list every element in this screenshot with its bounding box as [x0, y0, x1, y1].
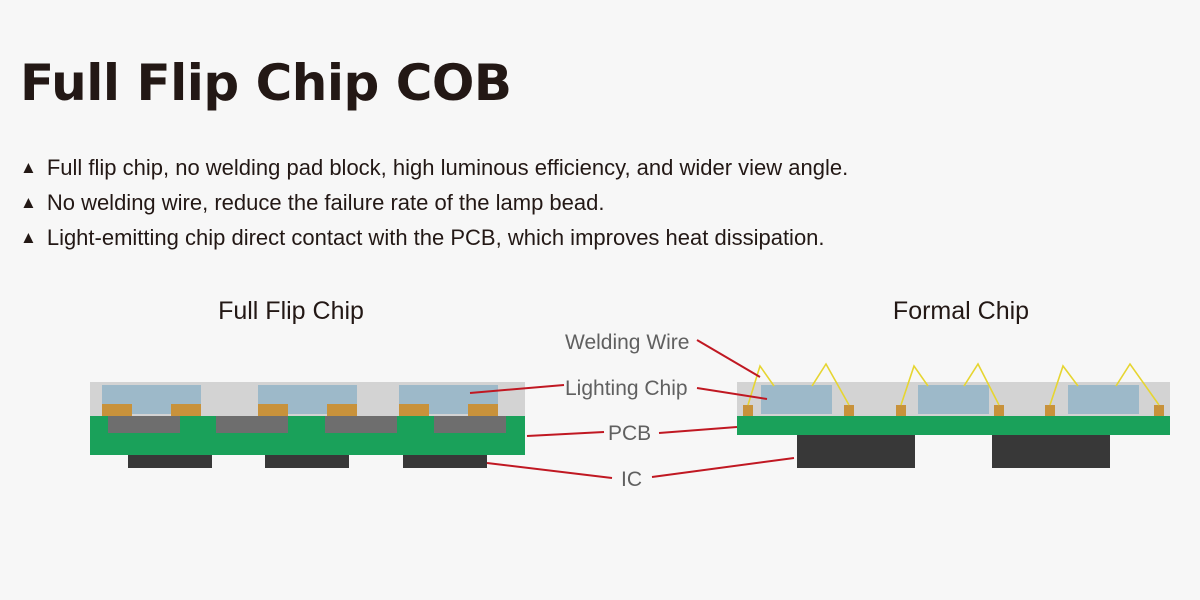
welding-wire-label: Welding Wire [565, 331, 689, 354]
flip-ic [403, 455, 487, 468]
welding-wire [1049, 364, 1079, 406]
lighting-chip-label: Lighting Chip [565, 377, 688, 400]
pcb-leader-right [658, 426, 738, 434]
feature-item: ▲ Light-emitting chip direct contact wit… [20, 220, 848, 255]
leader-lines [469, 339, 795, 479]
feature-text: Full flip chip, no welding pad block, hi… [46, 155, 849, 180]
formal-welding-wires [747, 362, 1160, 406]
flip-chip-title: Full Flip Chip [218, 297, 364, 325]
flip-pad [102, 404, 132, 416]
feature-list: ▲ Full flip chip, no welding pad block, … [20, 150, 848, 255]
formal-chip-diagram [737, 362, 1170, 468]
flip-chip-diagram [90, 382, 525, 468]
welding-wire-leader [696, 339, 761, 378]
welding-wire [1115, 362, 1160, 406]
formal-chip [1068, 385, 1139, 414]
feature-item: ▲ No welding wire, reduce the failure ra… [20, 185, 848, 220]
welding-wire [963, 362, 1000, 406]
welding-wire [747, 364, 775, 406]
flip-pad [399, 404, 429, 416]
ic-leader-right [651, 457, 795, 478]
formal-pad [994, 405, 1004, 416]
formal-chip [918, 385, 989, 414]
flip-trace [325, 416, 397, 433]
flip-pad [258, 404, 288, 416]
formal-pcb [737, 416, 1170, 435]
formal-ic [992, 435, 1110, 468]
formal-ic [797, 435, 915, 468]
flip-ic [128, 455, 212, 468]
welding-wire [900, 364, 929, 406]
flip-trace [108, 416, 180, 433]
ic-leader-left [486, 462, 613, 479]
flip-pad [327, 404, 357, 416]
pcb-leader-left [526, 431, 605, 437]
flip-ic [265, 455, 349, 468]
flip-pad [468, 404, 498, 416]
formal-pad [1154, 405, 1164, 416]
ic-label: IC [621, 468, 642, 491]
triangle-up-icon: ▲ [20, 193, 37, 212]
formal-pad [743, 405, 753, 416]
feature-item: ▲ Full flip chip, no welding pad block, … [20, 150, 848, 185]
formal-chip [761, 385, 832, 414]
flip-pad [171, 404, 201, 416]
formal-chip-title: Formal Chip [893, 297, 1029, 325]
flip-trace [434, 416, 506, 433]
welding-wire [811, 362, 850, 406]
feature-text: No welding wire, reduce the failure rate… [46, 190, 605, 215]
page-title: Full Flip Chip COB [20, 54, 512, 112]
formal-pad [1045, 405, 1055, 416]
triangle-up-icon: ▲ [20, 158, 37, 177]
pcb-label: PCB [608, 422, 651, 445]
lighting-chip-leader-right [696, 387, 768, 400]
feature-text: Light-emitting chip direct contact with … [46, 225, 825, 250]
formal-pad [896, 405, 906, 416]
formal-pad [844, 405, 854, 416]
lighting-chip-leader-left [469, 384, 565, 394]
flip-trace [216, 416, 288, 433]
triangle-up-icon: ▲ [20, 228, 37, 247]
